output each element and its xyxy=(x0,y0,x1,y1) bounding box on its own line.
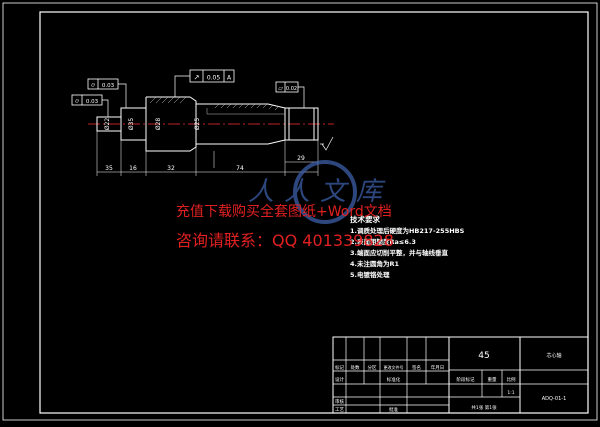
col-header: 年月日 xyxy=(431,364,445,371)
dim-mid1: 16 xyxy=(129,165,137,172)
stage-header: 阶段标记 xyxy=(457,376,475,383)
dimension-lines xyxy=(97,161,318,173)
drawing-number: ADQ-01-1 xyxy=(542,396,567,402)
watermark-logo-text: 人人文库 xyxy=(248,177,392,207)
col-header: 标记 xyxy=(335,364,344,371)
watermark-logo-circle-icon xyxy=(293,160,357,224)
row-label: 设计 xyxy=(335,376,344,383)
sheet-value: 共1张 第1张 xyxy=(471,404,497,411)
watermark-logo: 人人文库 xyxy=(248,160,392,224)
diameter-label-2: Ø35 xyxy=(128,118,135,131)
tech-title: 技术要求 xyxy=(350,214,380,224)
technical-requirements: 技术要求 1.调质处理后硬度为HB217-255HBS 2.表面粗糙度Ra≤6.… xyxy=(350,214,465,279)
stage-header: 重量 xyxy=(488,376,497,383)
title-block-text: 标记 处数 分区 更改文件号 签名 年月日 设计 审核 工艺 标准化 批准 45… xyxy=(335,351,566,413)
tech-item: 5.电镀铬处理 xyxy=(350,270,390,279)
dim-mid2: 32 xyxy=(167,165,175,172)
tolerance-right-value: 0.02 xyxy=(286,86,297,92)
extension-lines xyxy=(96,131,319,176)
dimension-values: 35 16 32 74 29 xyxy=(105,155,305,172)
tolerance-frame-right: ▱ 0.02 xyxy=(275,81,305,108)
svg-text:▱: ▱ xyxy=(278,85,283,92)
tolerance-top-value: 0.05 xyxy=(207,75,221,82)
tolerance-top-datum: A xyxy=(227,75,232,82)
dim-right: 29 xyxy=(297,155,305,162)
diameter-label-1: Ø22 xyxy=(104,118,111,131)
watermark-line-1: 充值下载购买全套图纸+Word文档 xyxy=(176,203,392,220)
diameter-labels: Ø22 Ø35 Ø28 Ø25 xyxy=(104,118,201,131)
svg-text:⌭: ⌭ xyxy=(75,98,80,105)
diameter-label-3: Ø28 xyxy=(155,118,162,131)
svg-text:↗: ↗ xyxy=(194,74,200,82)
part-name: 芯心轴 xyxy=(546,352,561,359)
tech-item: 1.调质处理后硬度为HB217-255HBS xyxy=(350,226,465,235)
diameter-label-4: Ø25 xyxy=(194,118,201,131)
tolerance-left-upper-value: 0.03 xyxy=(102,83,115,89)
material-value: 45 xyxy=(478,351,489,361)
scale-value: 1:1 xyxy=(507,390,514,396)
drawing-frame xyxy=(2,2,598,421)
dim-mid3: 74 xyxy=(236,165,244,172)
title-block xyxy=(332,336,589,414)
svg-text:⌭: ⌭ xyxy=(91,82,96,89)
stage-header: 比例 xyxy=(507,376,516,383)
tech-item: 2.表面粗糙度Ra≤6.3 xyxy=(350,237,416,246)
mid-label: 批准 xyxy=(389,406,398,413)
tolerance-frame-top: ↗ 0.05 A xyxy=(174,69,235,97)
watermark-line-2: 咨询请联系：QQ 401339828 xyxy=(176,231,394,250)
roughness-symbol-icon xyxy=(320,136,334,151)
tech-item: 4.未注圆角为R1 xyxy=(350,259,399,268)
tolerance-frame-left-upper: ⌭ 0.03 xyxy=(87,78,127,108)
mid-label: 标准化 xyxy=(387,376,401,383)
row-label: 审核 xyxy=(335,398,344,405)
section-hatch xyxy=(149,96,285,115)
tolerance-left-lower-value: 0.03 xyxy=(86,99,99,105)
row-label: 工艺 xyxy=(335,407,344,413)
tolerance-frame-left-lower: ⌭ 0.03 xyxy=(71,94,109,117)
tech-item: 3.端面应切削平整，并与轴线垂直 xyxy=(350,248,448,257)
shaft-outline xyxy=(96,96,319,152)
dim-left: 35 xyxy=(105,165,113,172)
col-header: 分区 xyxy=(368,364,377,371)
col-header: 处数 xyxy=(351,364,360,371)
col-header: 更改文件号 xyxy=(384,364,404,370)
col-header: 签名 xyxy=(412,364,421,371)
